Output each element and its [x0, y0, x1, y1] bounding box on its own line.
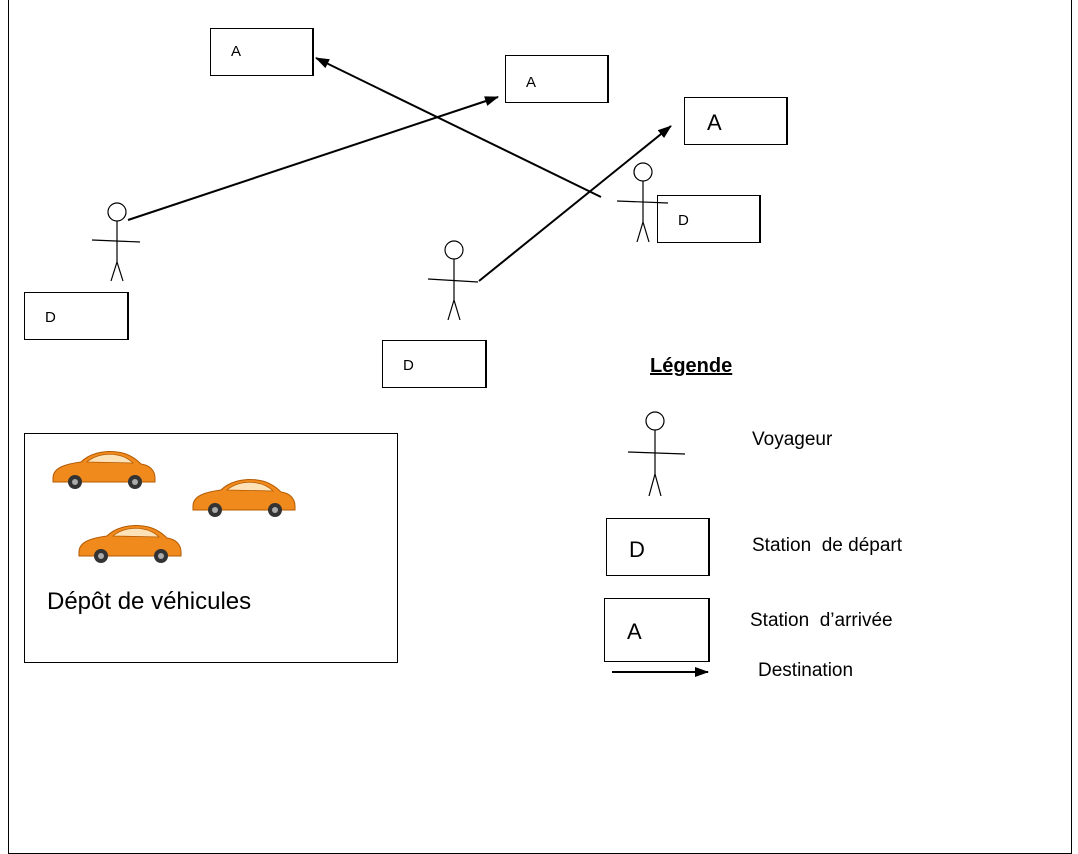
traveler-2 — [427, 240, 479, 321]
legend-arrival-symbol: A — [627, 619, 642, 644]
arrival-station-1: A — [210, 28, 314, 76]
traveler-3 — [616, 162, 669, 243]
departure-station-1: D — [24, 292, 129, 340]
destination-arrow-1 — [127, 96, 499, 221]
legend-destination-label: Destination — [758, 660, 854, 681]
legend-arrival-box: A — [604, 598, 710, 662]
legend-departure-box: D — [606, 518, 710, 576]
legend-traveler-icon — [627, 411, 686, 497]
departure-station-2-label: D — [403, 357, 414, 374]
destination-arrow-3 — [478, 125, 672, 282]
arrival-station-2: A — [505, 55, 609, 103]
arrival-station-3: A — [684, 97, 788, 145]
departure-station-3-label: D — [678, 212, 689, 229]
arrival-station-3-label: A — [707, 110, 722, 135]
legend-traveler-label: Voyageur — [752, 429, 833, 450]
depot-label: Dépôt de véhicules — [47, 588, 252, 615]
legend-title: Légende — [650, 355, 733, 377]
departure-station-3: D — [657, 195, 761, 243]
legend-departure-symbol: D — [629, 537, 645, 562]
departure-station-1-label: D — [45, 309, 56, 326]
car-icon — [78, 524, 182, 564]
car-icon — [192, 478, 296, 518]
arrival-station-2-label: A — [526, 74, 537, 91]
departure-station-2: D — [382, 340, 487, 388]
depot-cars — [52, 450, 296, 564]
vehicle-depot: Dépôt de véhicules — [24, 433, 398, 663]
arrival-station-1-label: A — [231, 43, 242, 60]
legend-arrival-label: Station d’arrivée — [750, 610, 893, 631]
legend-departure-label: Station de départ — [752, 535, 902, 556]
car-icon — [52, 450, 156, 490]
traveler-1 — [91, 202, 141, 282]
destination-arrow-2 — [315, 57, 602, 198]
